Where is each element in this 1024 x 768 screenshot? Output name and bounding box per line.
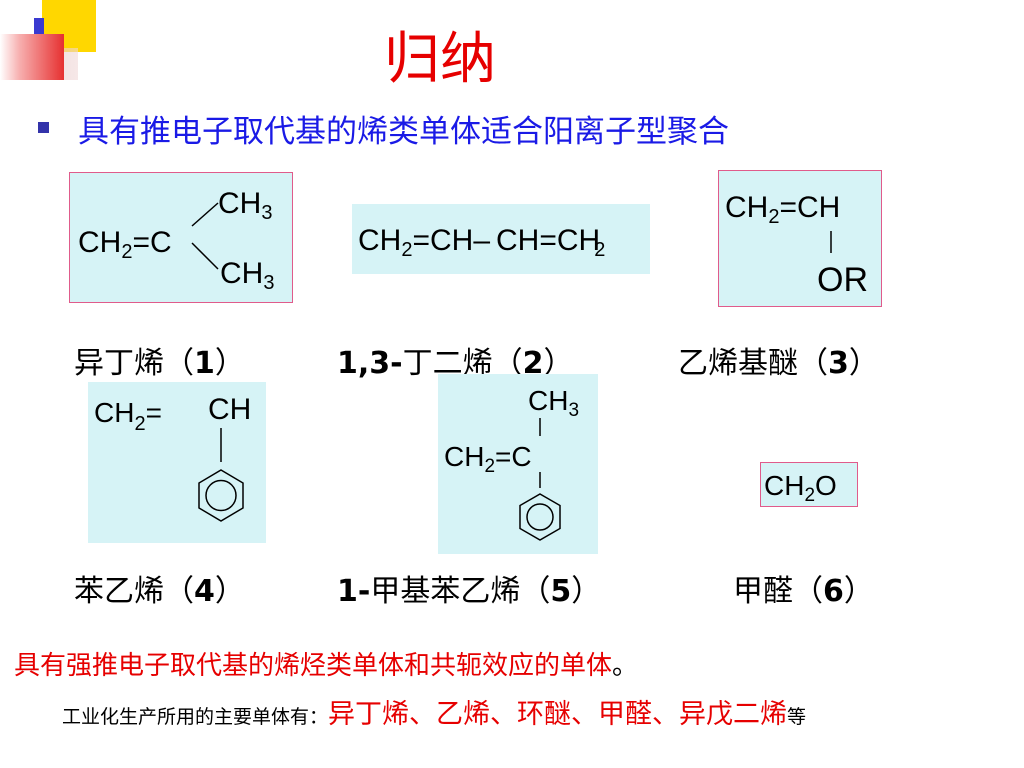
name-6: 甲醛（6） [733,574,874,609]
s3-sub2: 2 [768,206,779,228]
s6-ch: CH [764,470,804,501]
bullet-text: 具有推电子取代基的烯类单体适合阳离子型聚合 [78,114,729,150]
s1-bond-up [191,202,219,227]
s3-or: OR [817,261,868,299]
s1-sub2: 2 [121,241,132,263]
structure-isobutylene: CH3 CH2=C CH3 [69,172,293,303]
name-4: 苯乙烯（4） [74,574,245,609]
formaldehyde-svg: CH2O [764,470,837,506]
decor-blue-bar [34,18,44,48]
s1-ch-bottom: CH [220,257,263,290]
name-5: 1-甲基苯乙烯（5） [337,574,602,609]
structure-methylstyrene: CH3 CH2=C [438,374,598,554]
s2-p3: CH=CH [496,224,600,257]
s2-p2: =CH [412,224,473,257]
structure-butadiene: CH2=CH–CH=CH2 [352,204,650,274]
s5-ch2: CH [444,441,484,472]
s2-dash: – [473,224,490,257]
s5-ch: CH [528,385,568,416]
s6-o: O [815,470,837,501]
s1-sub3-bottom: 3 [263,272,274,294]
s5-sub3: 3 [568,400,579,421]
svg-text:CH2=C: CH2=C [444,441,532,477]
svg-text:CH2=C: CH2=C [78,226,172,263]
s5-sub2: 2 [484,456,495,477]
slide-title: 归纳 [384,27,496,92]
isobutylene-svg: CH3 CH2=C CH3 [78,187,274,294]
styrene-svg: CH2= CH [94,393,251,522]
conclusion-line-1: 具有强推电子取代基的烯烃类单体和共轭效应的单体。 [14,651,639,681]
s5-benzene-ring-icon [519,493,561,541]
structure-styrene: CH2= CH [88,382,266,543]
s4-benzene-ring-icon [198,469,244,522]
s1-ch-top: CH [218,187,261,220]
s4-ch2: CH [94,397,134,428]
s2-p1: CH [358,224,401,257]
s1-eq-c: =C [132,226,171,259]
s1-ch2: CH [78,226,121,259]
svg-text:CH2=CH: CH2=CH [725,191,840,228]
s3-eq: =CH [779,191,840,224]
s2-sub2b: 2 [594,239,605,261]
butadiene-svg: CH2=CH–CH=CH2 [358,224,605,261]
decor-red-gradient [0,34,64,80]
conclusion-line-2: 工业化生产所用的主要单体有：异丁烯、乙烯、环醚、甲醛、异戊二烯等 [62,699,807,730]
svg-text:CH3: CH3 [220,257,274,294]
s2-sub2: 2 [401,239,412,261]
svg-text:CH3: CH3 [218,187,272,224]
s6-sub2: 2 [804,485,815,506]
s4-sub2: 2 [134,413,145,435]
s5-benzene-circle [526,503,554,531]
name-1: 异丁烯（1） [74,346,245,381]
s4-eq: = [146,397,162,428]
structure-formaldehyde: CH2O [760,462,858,507]
s4-benzene-circle [205,479,237,512]
s5-eq-c: =C [495,441,532,472]
structure-vinyl-ether: CH2=CH OR [718,170,882,307]
svg-text:CH2=: CH2= [94,397,162,435]
svg-text:CH2O: CH2O [764,470,837,506]
s1-bond-down [191,242,219,270]
s4-ch: CH [208,393,251,426]
methylstyrene-svg: CH3 CH2=C [444,385,579,541]
svg-text:CH2=CH–CH=CH2: CH2=CH–CH=CH2 [358,224,605,261]
vinyl-ether-svg: CH2=CH OR [725,191,868,299]
name-3: 乙烯基醚（3） [678,346,879,381]
svg-text:CH3: CH3 [528,385,579,421]
s1-sub3-top: 3 [261,202,272,224]
bullet-square-icon [38,122,49,133]
s3-ch2: CH [725,191,768,224]
